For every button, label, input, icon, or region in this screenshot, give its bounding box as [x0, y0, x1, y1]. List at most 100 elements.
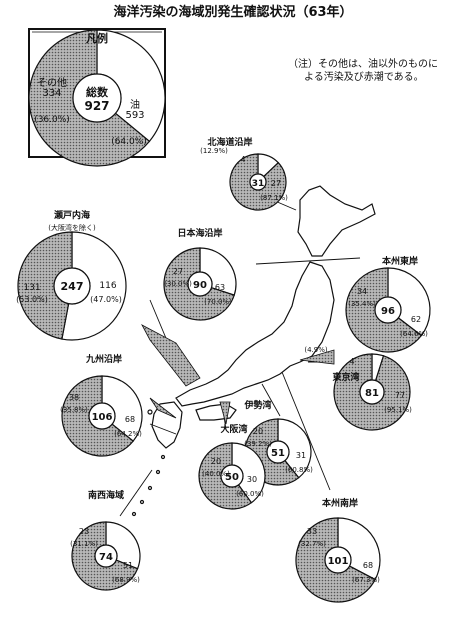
pie-center-hole — [88, 402, 116, 430]
pie-center-total: 96 — [381, 306, 395, 317]
pie-region-label: 東京湾 — [332, 371, 359, 383]
pointer-kyushu — [149, 397, 177, 419]
pie-center-hole — [374, 296, 402, 324]
pie-other-pct: (36.0%) — [34, 115, 70, 125]
island-4 — [147, 485, 153, 491]
chart-note-line-2: よる汚染及び赤潮である。 — [304, 70, 424, 83]
pie-center-total: 31 — [252, 179, 265, 189]
honshu-island — [175, 261, 335, 407]
pie-region-5: 106 九州沿岸 68 (64.2%) 38 (35.8%) — [60, 353, 143, 457]
leader-nansei — [119, 469, 153, 517]
pie-other-count: 23 — [79, 527, 89, 536]
island-6 — [131, 511, 137, 517]
leader-honshu-east — [255, 257, 361, 265]
japan-map — [131, 185, 376, 517]
pointer-osaka — [219, 401, 231, 425]
island-1 — [147, 409, 153, 415]
pie-center-hole — [220, 464, 244, 488]
pie-other-count: 27 — [173, 267, 183, 276]
pie-other-pct: (39.2%) — [244, 440, 272, 448]
pie-other-pct: (32.7%) — [298, 540, 326, 548]
pie-region-label: 伊勢湾 — [243, 399, 271, 411]
pie-other-pct: (35.4%) — [348, 300, 376, 308]
pie-oil-count: 116 — [99, 281, 116, 291]
leader-honshu-south — [281, 371, 331, 491]
pie-region-label: 日本海沿岸 — [177, 227, 222, 239]
pointer-setonaikai — [141, 324, 201, 387]
pie-oil-pct: (87.1%) — [260, 194, 288, 202]
pie-center-total: 106 — [92, 412, 113, 423]
pie-center-hole — [249, 173, 267, 191]
pie-region-6: 81 東京湾 77 (95.1%) 4 (4.9%) — [304, 346, 412, 431]
kyushu-island — [151, 401, 183, 449]
pie-center-label: 総数 — [86, 85, 109, 99]
pie-region-label: 凡例 — [86, 31, 108, 45]
pie-oil-pct: (70.0%) — [204, 298, 232, 306]
pie-oil-pct: (47.0%) — [90, 295, 122, 304]
pie-center-total: 101 — [328, 556, 349, 567]
pointer-tokyo — [299, 349, 335, 365]
pie-region-label: 南西海域 — [88, 489, 124, 501]
chart-note-line-1: （注）その他は、油以外のものに — [288, 57, 438, 70]
pie-other-pct: (31.1%) — [70, 540, 98, 548]
pie-oil-count: 27 — [271, 179, 281, 188]
pie-other-count: 4 — [240, 155, 245, 164]
pie-oil-pct: (95.1%) — [384, 406, 412, 414]
pie-oil-count: 30 — [247, 475, 257, 484]
pie-region-label: 大阪湾 — [220, 423, 247, 435]
pie-oil-pct: (60.0%) — [236, 490, 264, 498]
pie-oil-pct: (64.2%) — [114, 430, 142, 438]
pie-region-label: 本州南岸 — [322, 497, 358, 509]
pie-other-count: 33 — [307, 527, 317, 536]
pie-oil-count: 62 — [411, 315, 421, 324]
pie-other-name: その他 — [37, 76, 67, 89]
pie-other-pct: (40.0%) — [202, 470, 230, 478]
pie-center-hole — [94, 544, 118, 568]
pie-other-count: 34 — [357, 287, 367, 296]
pie-oil-pct: (67.3%) — [352, 576, 380, 584]
pie-oil-pct: (60.8%) — [285, 466, 313, 474]
pie-other-count: 20 — [211, 457, 221, 466]
pie-oil-count: 77 — [395, 391, 405, 400]
pie-oil-name: 油 — [130, 98, 140, 111]
hokkaido-island — [297, 185, 376, 257]
pie-other-count: 131 — [23, 283, 40, 293]
pie-oil-count: 68 — [125, 415, 135, 424]
pie-center-total: 927 — [84, 99, 109, 113]
pie-region-2: 247 瀬戸内海 (大阪湾を除く) 116 (47.0%) 131 (53.0%) — [16, 209, 127, 341]
pie-other-pct: (53.0%) — [16, 295, 48, 304]
leader-ise-bay — [261, 383, 281, 417]
shikoku-island — [195, 403, 237, 421]
pie-region-label: 本州東岸 — [382, 255, 418, 267]
pie-center-total: 90 — [193, 280, 207, 291]
island-3 — [155, 469, 161, 475]
pie-center-hole — [53, 267, 91, 305]
pie-region-4: 96 本州東岸 62 (64.6%) 34 (35.4%) — [345, 255, 431, 353]
island-2 — [160, 454, 166, 460]
pie-other-count: 38 — [69, 393, 79, 402]
pie-other-count: 20 — [253, 427, 263, 436]
pie-other-pct: (4.9%) — [304, 346, 328, 354]
pie-oil-pct: (68.9%) — [112, 576, 140, 584]
pie-region-label: 北海道沿岸 — [207, 136, 252, 148]
pie-oil-pct: (64.0%) — [111, 137, 147, 147]
pie-oil-count: 31 — [296, 451, 306, 460]
pie-subregion-label: (大阪湾を除く) — [48, 223, 96, 232]
pie-center-total: 81 — [365, 388, 379, 399]
pie-other-count: 4 — [349, 357, 354, 366]
pie-region-label: 九州沿岸 — [85, 353, 122, 365]
pie-other-pct: (35.8%) — [60, 406, 88, 414]
island-5 — [139, 499, 145, 505]
pie-region-label: 瀬戸内海 — [54, 209, 90, 221]
pie-center-hole — [324, 546, 352, 574]
pie-oil-pct: (64.6%) — [400, 330, 428, 338]
pie-oil-count: 593 — [125, 110, 144, 121]
pie-center-total: 247 — [61, 280, 84, 293]
pie-other-pct: (30.0%) — [164, 280, 192, 288]
pie-center-hole — [72, 73, 122, 123]
